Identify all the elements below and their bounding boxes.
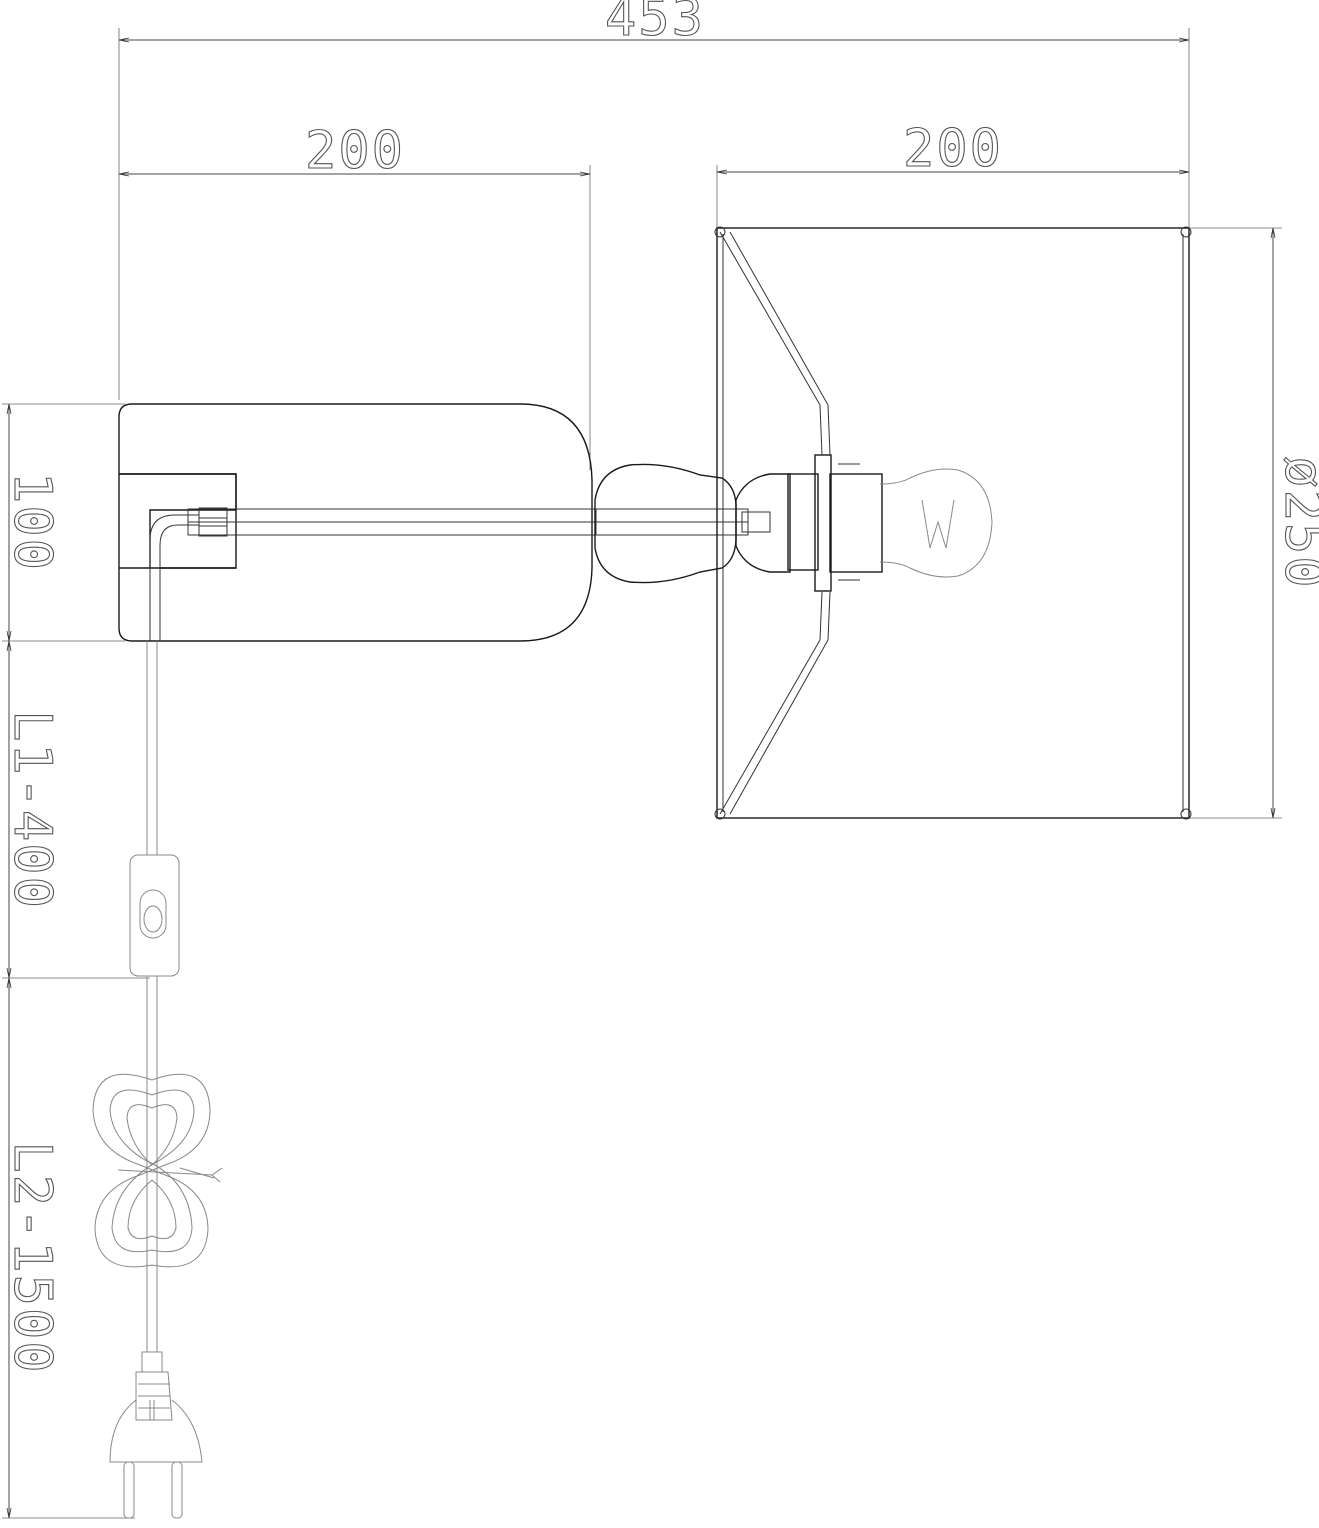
base-width-label: 200 [305,121,405,181]
base-height-label: 100 [2,472,62,572]
dimension-base-height: 100 [1,403,125,642]
dimension-shade-width: 200 [716,118,1189,228]
light-bulb-icon [879,468,993,578]
dimension-cable-l1: L1-400 [1,641,150,979]
lamp-socket [735,454,883,592]
dimension-cable-l2: L2-1500 [1,978,135,1519]
lamp-neck [594,463,737,584]
power-plug-icon [109,1351,203,1519]
coiled-cable [92,1073,223,1268]
dimension-base-width: 200 [119,120,591,470]
cable-l2-label: L2-1500 [2,1141,62,1374]
dimension-shade-diameter: ø250 [1189,227,1319,819]
shade-width-label: 200 [903,119,1003,179]
overall-width-label: 453 [605,0,705,48]
dimension-overall-width: 453 [118,0,1190,400]
cable-l1-label: L1-400 [2,710,62,910]
lamp-shade [714,226,1192,820]
shade-diameter-label: ø250 [1273,456,1319,589]
inline-switch-icon [129,854,180,977]
power-cable [146,641,158,1352]
